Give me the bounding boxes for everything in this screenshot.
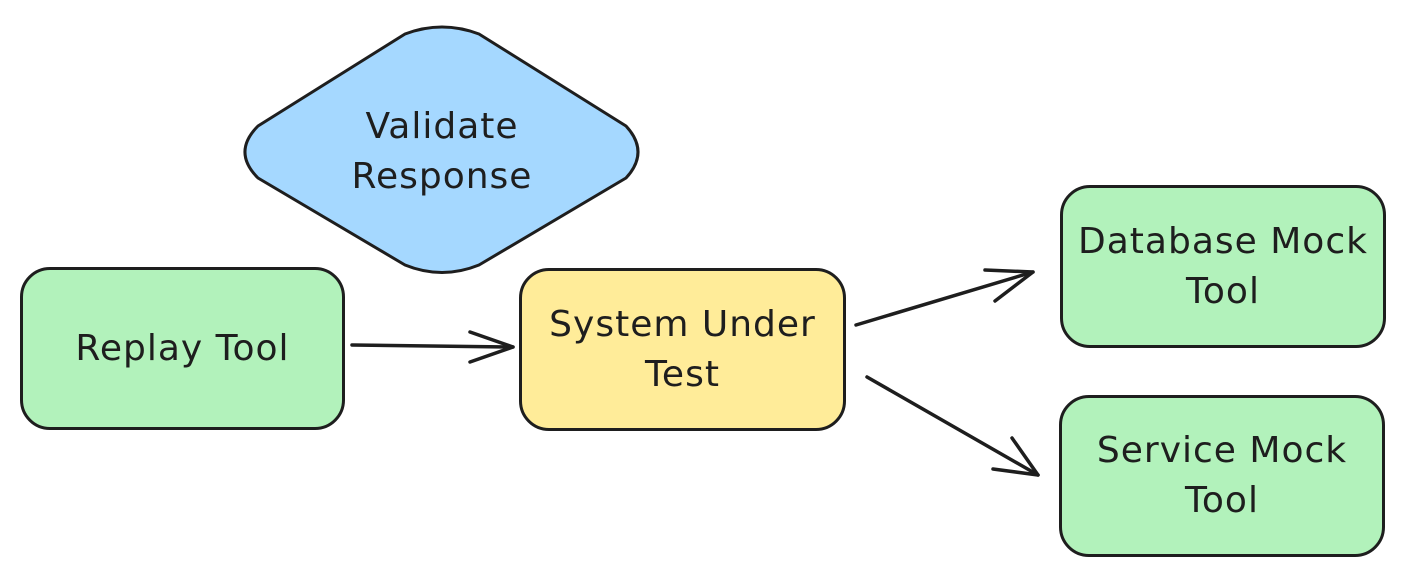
system-under-test-node[interactable]: System Under Test [519,268,846,431]
replay-tool-label: Replay Tool [75,327,290,369]
edge-replay-to-sut [350,330,515,364]
edge-sut-to-service-mock [865,375,1040,477]
validate-response-label: Validate Response [351,106,533,197]
edge-replay-to-sut-arrowhead [468,330,515,364]
validate-response-diamond[interactable] [243,25,640,274]
edge-sut-to-service-mock-arrowhead [991,436,1040,477]
system-under-test-label: System Under Test [549,303,816,395]
database-mock-tool-label: Database Mock Tool [1078,220,1368,312]
edge-sut-to-service-mock-line [865,375,1040,477]
replay-tool-node[interactable]: Replay Tool [20,267,345,430]
service-mock-tool-node[interactable]: Service Mock Tool [1059,395,1385,557]
edge-replay-to-sut-line [350,343,515,349]
validate-response-label-wrap: Validate Response [262,100,622,204]
edge-sut-to-database-mock-line [854,270,1035,327]
edge-sut-to-database-mock [854,268,1035,327]
edge-sut-to-database-mock-arrowhead [983,268,1035,303]
service-mock-tool-label: Service Mock Tool [1096,430,1348,521]
database-mock-tool-node[interactable]: Database Mock Tool [1060,185,1386,348]
